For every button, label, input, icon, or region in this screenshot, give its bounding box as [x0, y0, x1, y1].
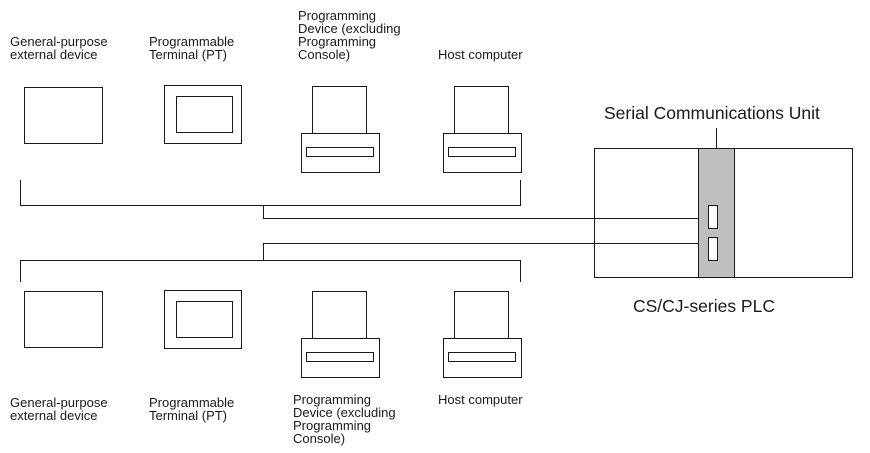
- top-host-computer-label: Host computer: [438, 47, 523, 62]
- bottom-general-device-label: General-purpose external device: [10, 395, 108, 423]
- top-programming-device: [301, 86, 380, 173]
- top-bus-line: [20, 180, 521, 206]
- bottom-host-computer: [443, 291, 522, 378]
- serial-port-2: [708, 237, 718, 261]
- bottom-programming-device: [301, 291, 380, 378]
- bottom-branch-line: [263, 243, 708, 261]
- top-pt-device: [164, 85, 242, 144]
- top-general-device: [24, 87, 103, 144]
- top-host-computer: [443, 86, 522, 173]
- plc-label: CS/CJ-series PLC: [633, 296, 775, 316]
- bottom-pt-label: Programmable Terminal (PT): [149, 395, 235, 423]
- top-general-device-label: General-purpose external device: [10, 34, 108, 62]
- serial-port-1: [708, 205, 718, 229]
- bottom-host-computer-label: Host computer: [438, 392, 523, 407]
- top-branch-line: [263, 205, 708, 219]
- bottom-pt-device: [164, 290, 242, 349]
- top-pt-label: Programmable Terminal (PT): [149, 34, 235, 62]
- bottom-bus-line: [20, 260, 521, 282]
- bottom-programming-device-label: Programming Device (excluding Programmin…: [293, 392, 396, 446]
- serial-unit-label: Serial Communications Unit: [604, 103, 820, 123]
- top-programming-device-label: Programming Device (excluding Programmin…: [298, 8, 401, 62]
- bottom-general-device: [24, 291, 103, 348]
